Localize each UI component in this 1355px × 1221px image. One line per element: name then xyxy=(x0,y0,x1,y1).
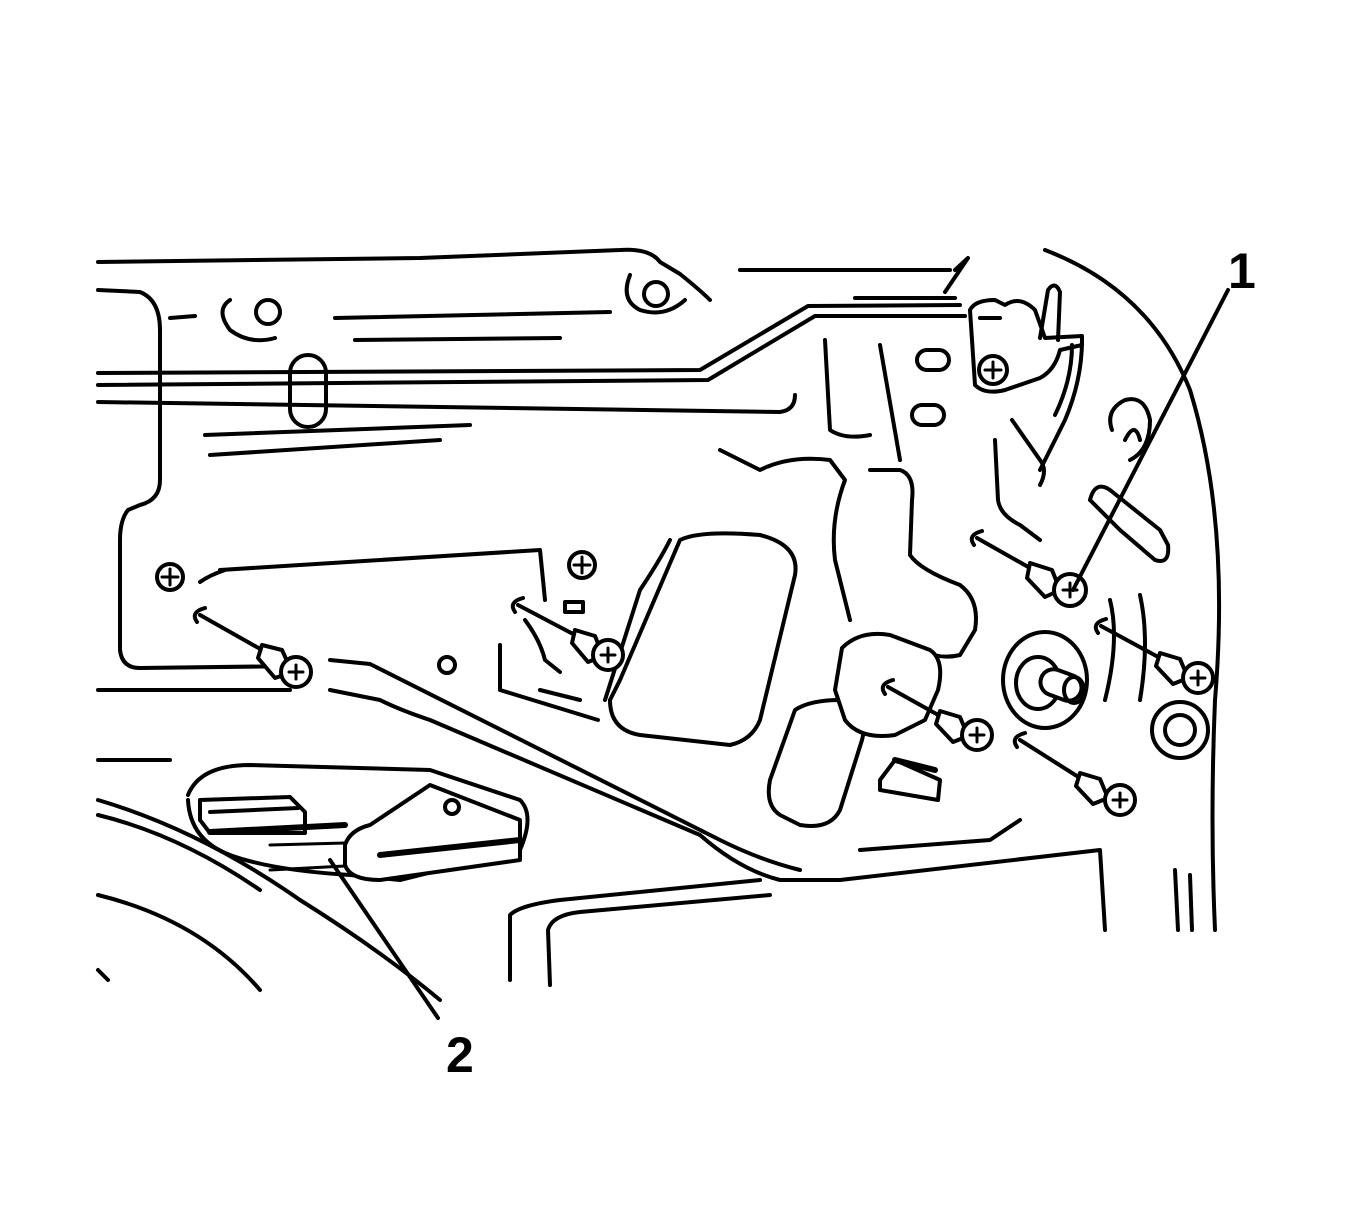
callout-label-1: 1 xyxy=(1228,243,1256,299)
screw-left-lower xyxy=(192,606,313,689)
installed-screws xyxy=(155,550,597,592)
door-outer-edge xyxy=(1043,248,1222,932)
lower-door-panel xyxy=(96,548,1107,987)
callout-leaders xyxy=(328,288,1230,1020)
leader-line-2 xyxy=(328,858,440,1020)
callout-label-2: 2 xyxy=(446,1027,474,1083)
installed-screw-left xyxy=(155,562,185,592)
leader-line-1 xyxy=(1071,288,1230,592)
center-bracket xyxy=(718,338,1046,659)
screw-center-left xyxy=(510,596,625,672)
installed-screw-center xyxy=(567,550,597,580)
screw-callout-1 xyxy=(969,529,1088,608)
screw-center-right xyxy=(880,678,994,752)
screw-right-lower xyxy=(1012,731,1137,817)
removed-screws xyxy=(192,529,1215,817)
door-latch xyxy=(968,283,1084,472)
screw-right-upper xyxy=(1093,617,1215,695)
regulator-component xyxy=(96,763,530,1002)
grommet-stud xyxy=(1001,630,1089,730)
upper-door-frame xyxy=(96,247,970,670)
access-openings xyxy=(603,531,943,828)
